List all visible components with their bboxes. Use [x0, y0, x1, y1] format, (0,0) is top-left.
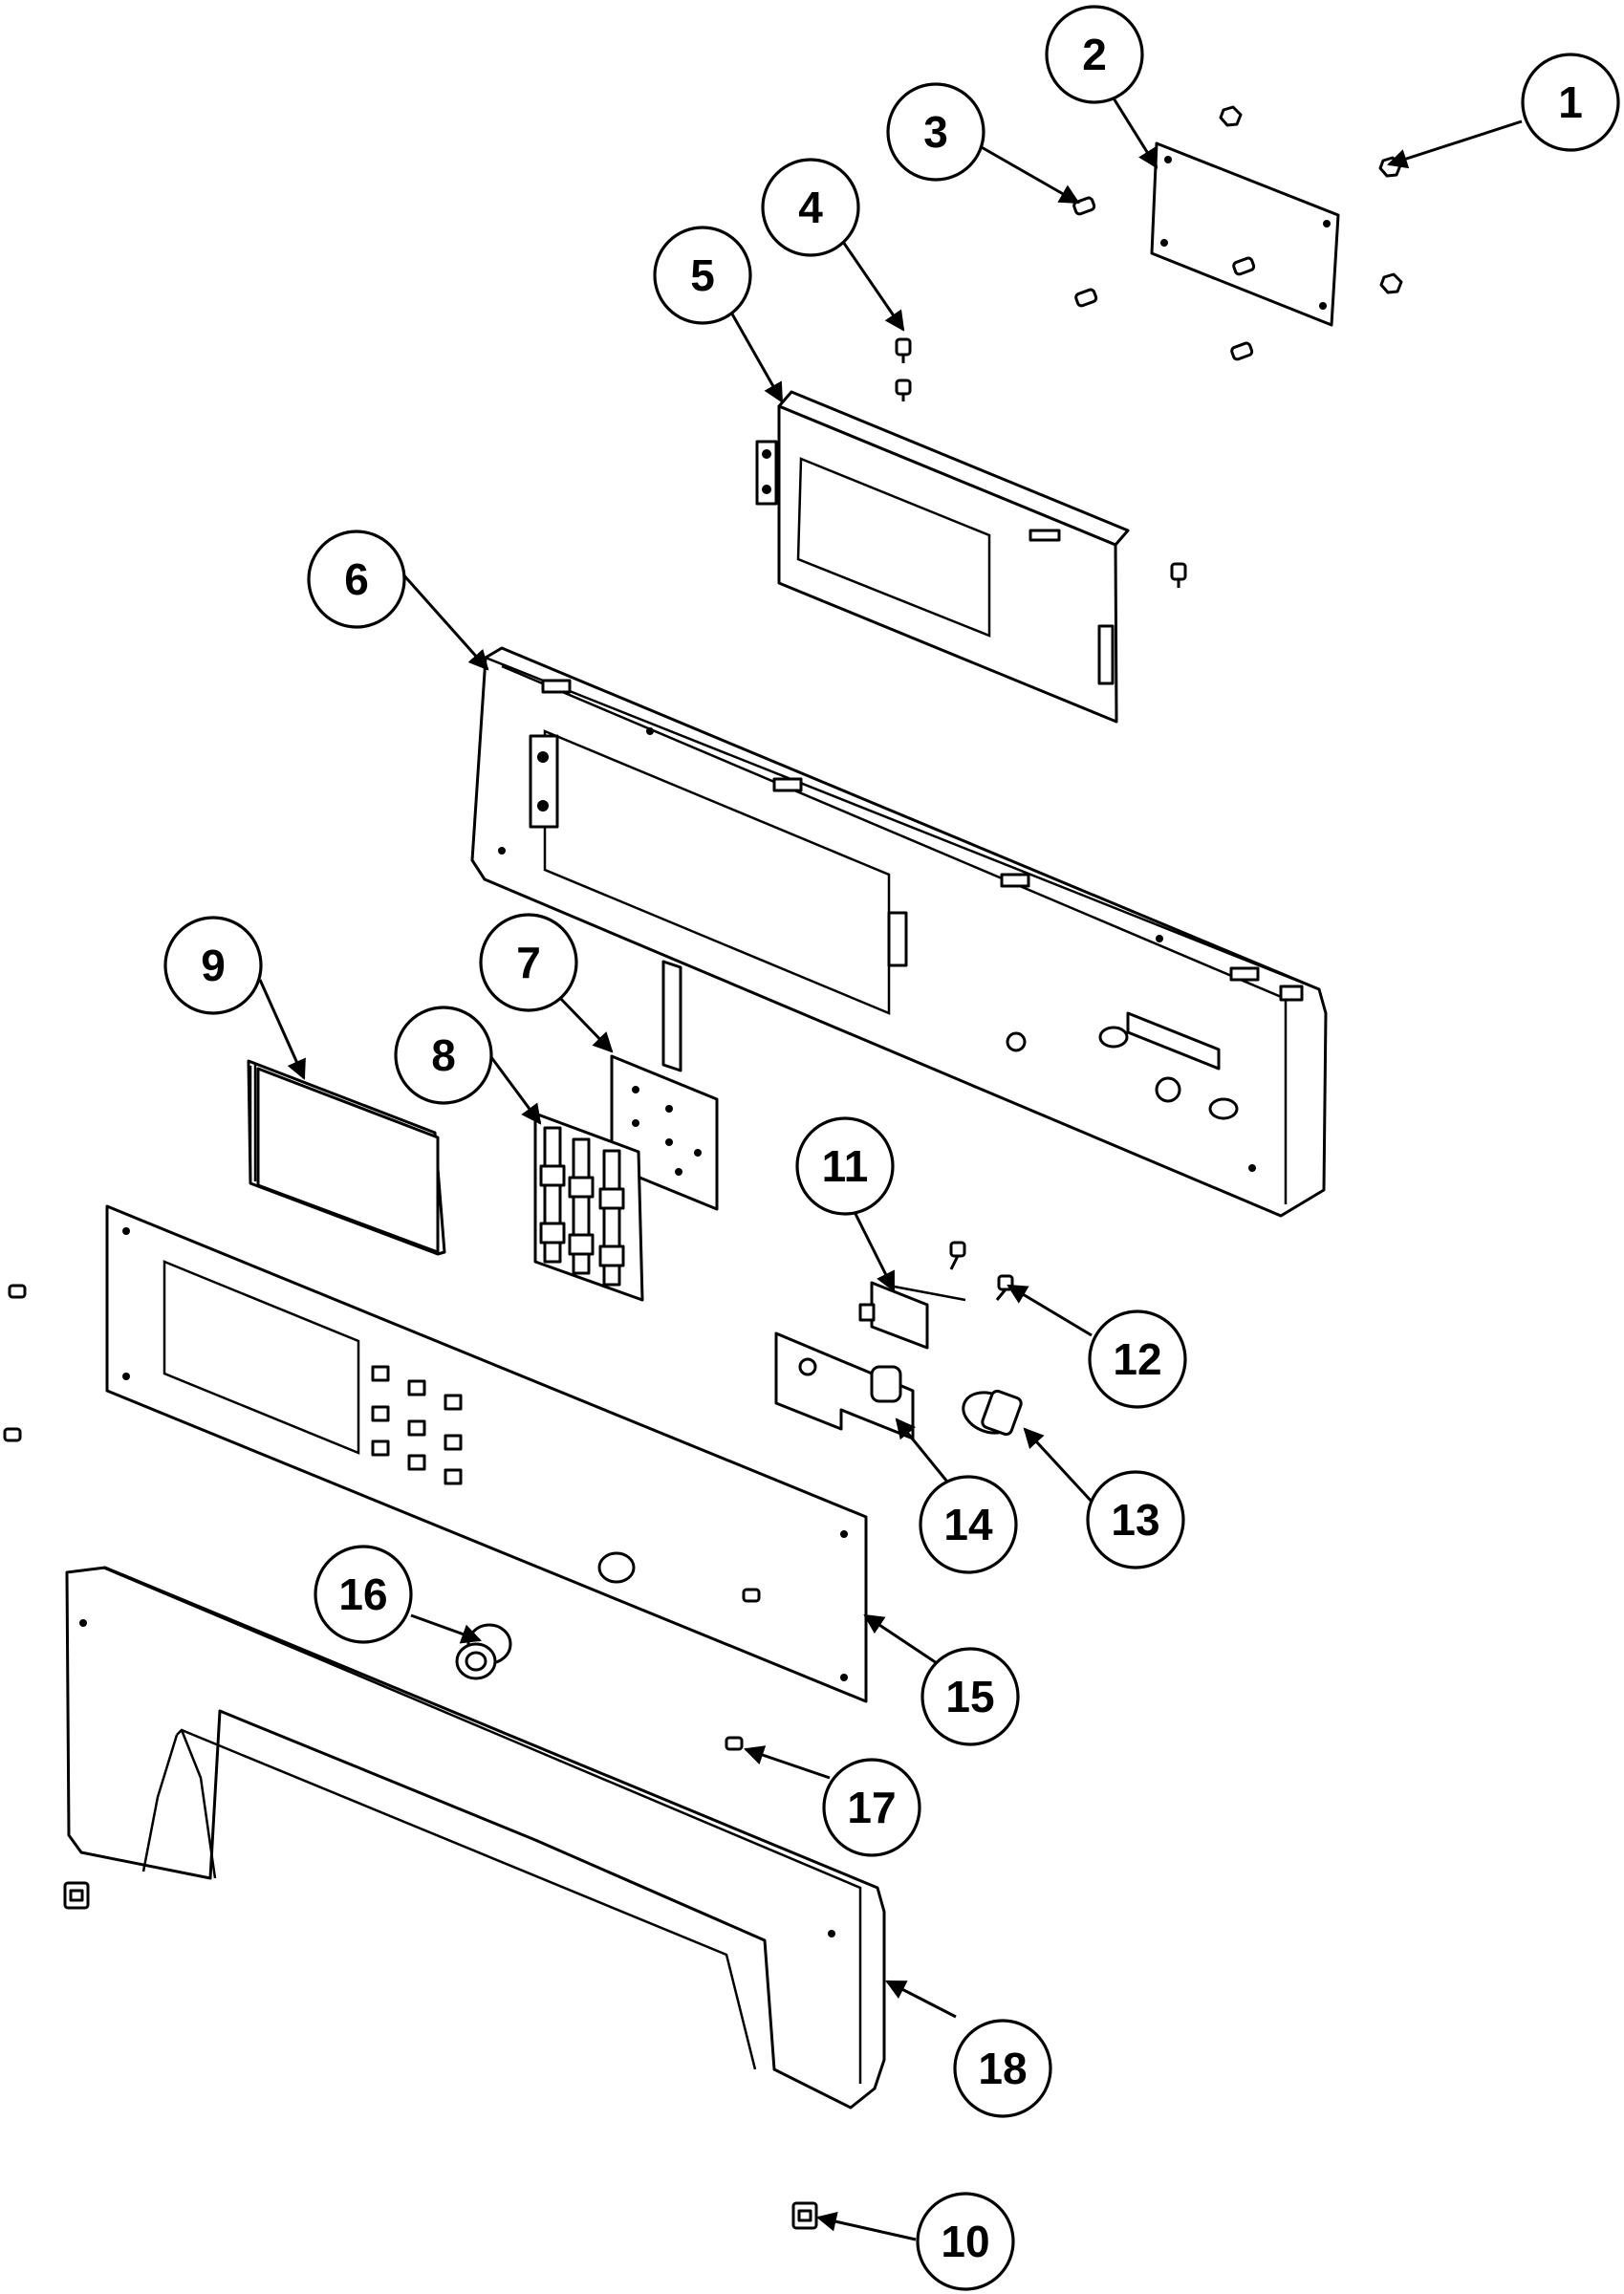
- svg-text:4: 4: [798, 183, 823, 232]
- callout-12: 12: [1088, 1309, 1187, 1409]
- leader-lines: [258, 77, 1523, 2241]
- svg-text:17: 17: [847, 1783, 896, 1832]
- svg-text:1: 1: [1558, 77, 1583, 127]
- callout-5: 5: [653, 226, 752, 325]
- callout-7: 7: [479, 913, 578, 1012]
- part-12-screws: [949, 1241, 1014, 1301]
- svg-text:6: 6: [344, 554, 369, 604]
- callout-17: 17: [822, 1758, 921, 1857]
- part-15-front-overlay: [105, 1204, 868, 1703]
- part-3-standoffs: [1072, 196, 1256, 361]
- callout-1: 1: [1521, 53, 1620, 152]
- part-16-knob: [455, 1623, 512, 1680]
- svg-text:16: 16: [338, 1569, 387, 1619]
- callout-14: 14: [919, 1475, 1018, 1574]
- part-9-display-window: [247, 1059, 446, 1256]
- part-4-screws: [895, 337, 1187, 588]
- callout-10: 10: [916, 2192, 1015, 2291]
- svg-text:12: 12: [1113, 1334, 1161, 1384]
- callout-15: 15: [920, 1647, 1020, 1746]
- svg-text:3: 3: [923, 107, 948, 157]
- svg-text:14: 14: [943, 1500, 993, 1549]
- callout-11: 11: [795, 1116, 895, 1216]
- callout-9: 9: [163, 916, 263, 1015]
- callout-2: 2: [1045, 5, 1144, 104]
- callout-4: 4: [761, 158, 860, 257]
- svg-text:9: 9: [201, 941, 226, 990]
- part-6-control-housing: [470, 646, 1328, 1218]
- part-18-console-cover: [65, 1566, 886, 2110]
- part-10-clips: [63, 1881, 818, 2230]
- part-5-bracket: [755, 390, 1130, 724]
- part-14-lamp-bracket: [774, 1331, 915, 1440]
- callout-8: 8: [394, 1006, 493, 1105]
- part-11-switch: [858, 1281, 966, 1350]
- part-13-lamp: [962, 1389, 1023, 1437]
- side-screws: [3, 1284, 761, 1751]
- svg-text:5: 5: [690, 250, 715, 300]
- svg-text:13: 13: [1111, 1495, 1159, 1545]
- part-2-circuit-board: [1150, 141, 1340, 327]
- callout-18: 18: [953, 2019, 1052, 2118]
- svg-text:2: 2: [1082, 30, 1107, 79]
- svg-text:10: 10: [941, 2217, 989, 2266]
- svg-text:15: 15: [945, 1672, 994, 1721]
- svg-text:8: 8: [431, 1030, 456, 1080]
- callout-6: 6: [307, 530, 406, 629]
- svg-text:11: 11: [822, 1141, 869, 1191]
- svg-text:18: 18: [978, 2044, 1027, 2093]
- callout-3: 3: [886, 82, 985, 182]
- part-8-keypad-contacts: [533, 1112, 644, 1302]
- callout-13: 13: [1086, 1470, 1185, 1569]
- callout-16: 16: [314, 1545, 413, 1644]
- svg-text:7: 7: [516, 938, 541, 987]
